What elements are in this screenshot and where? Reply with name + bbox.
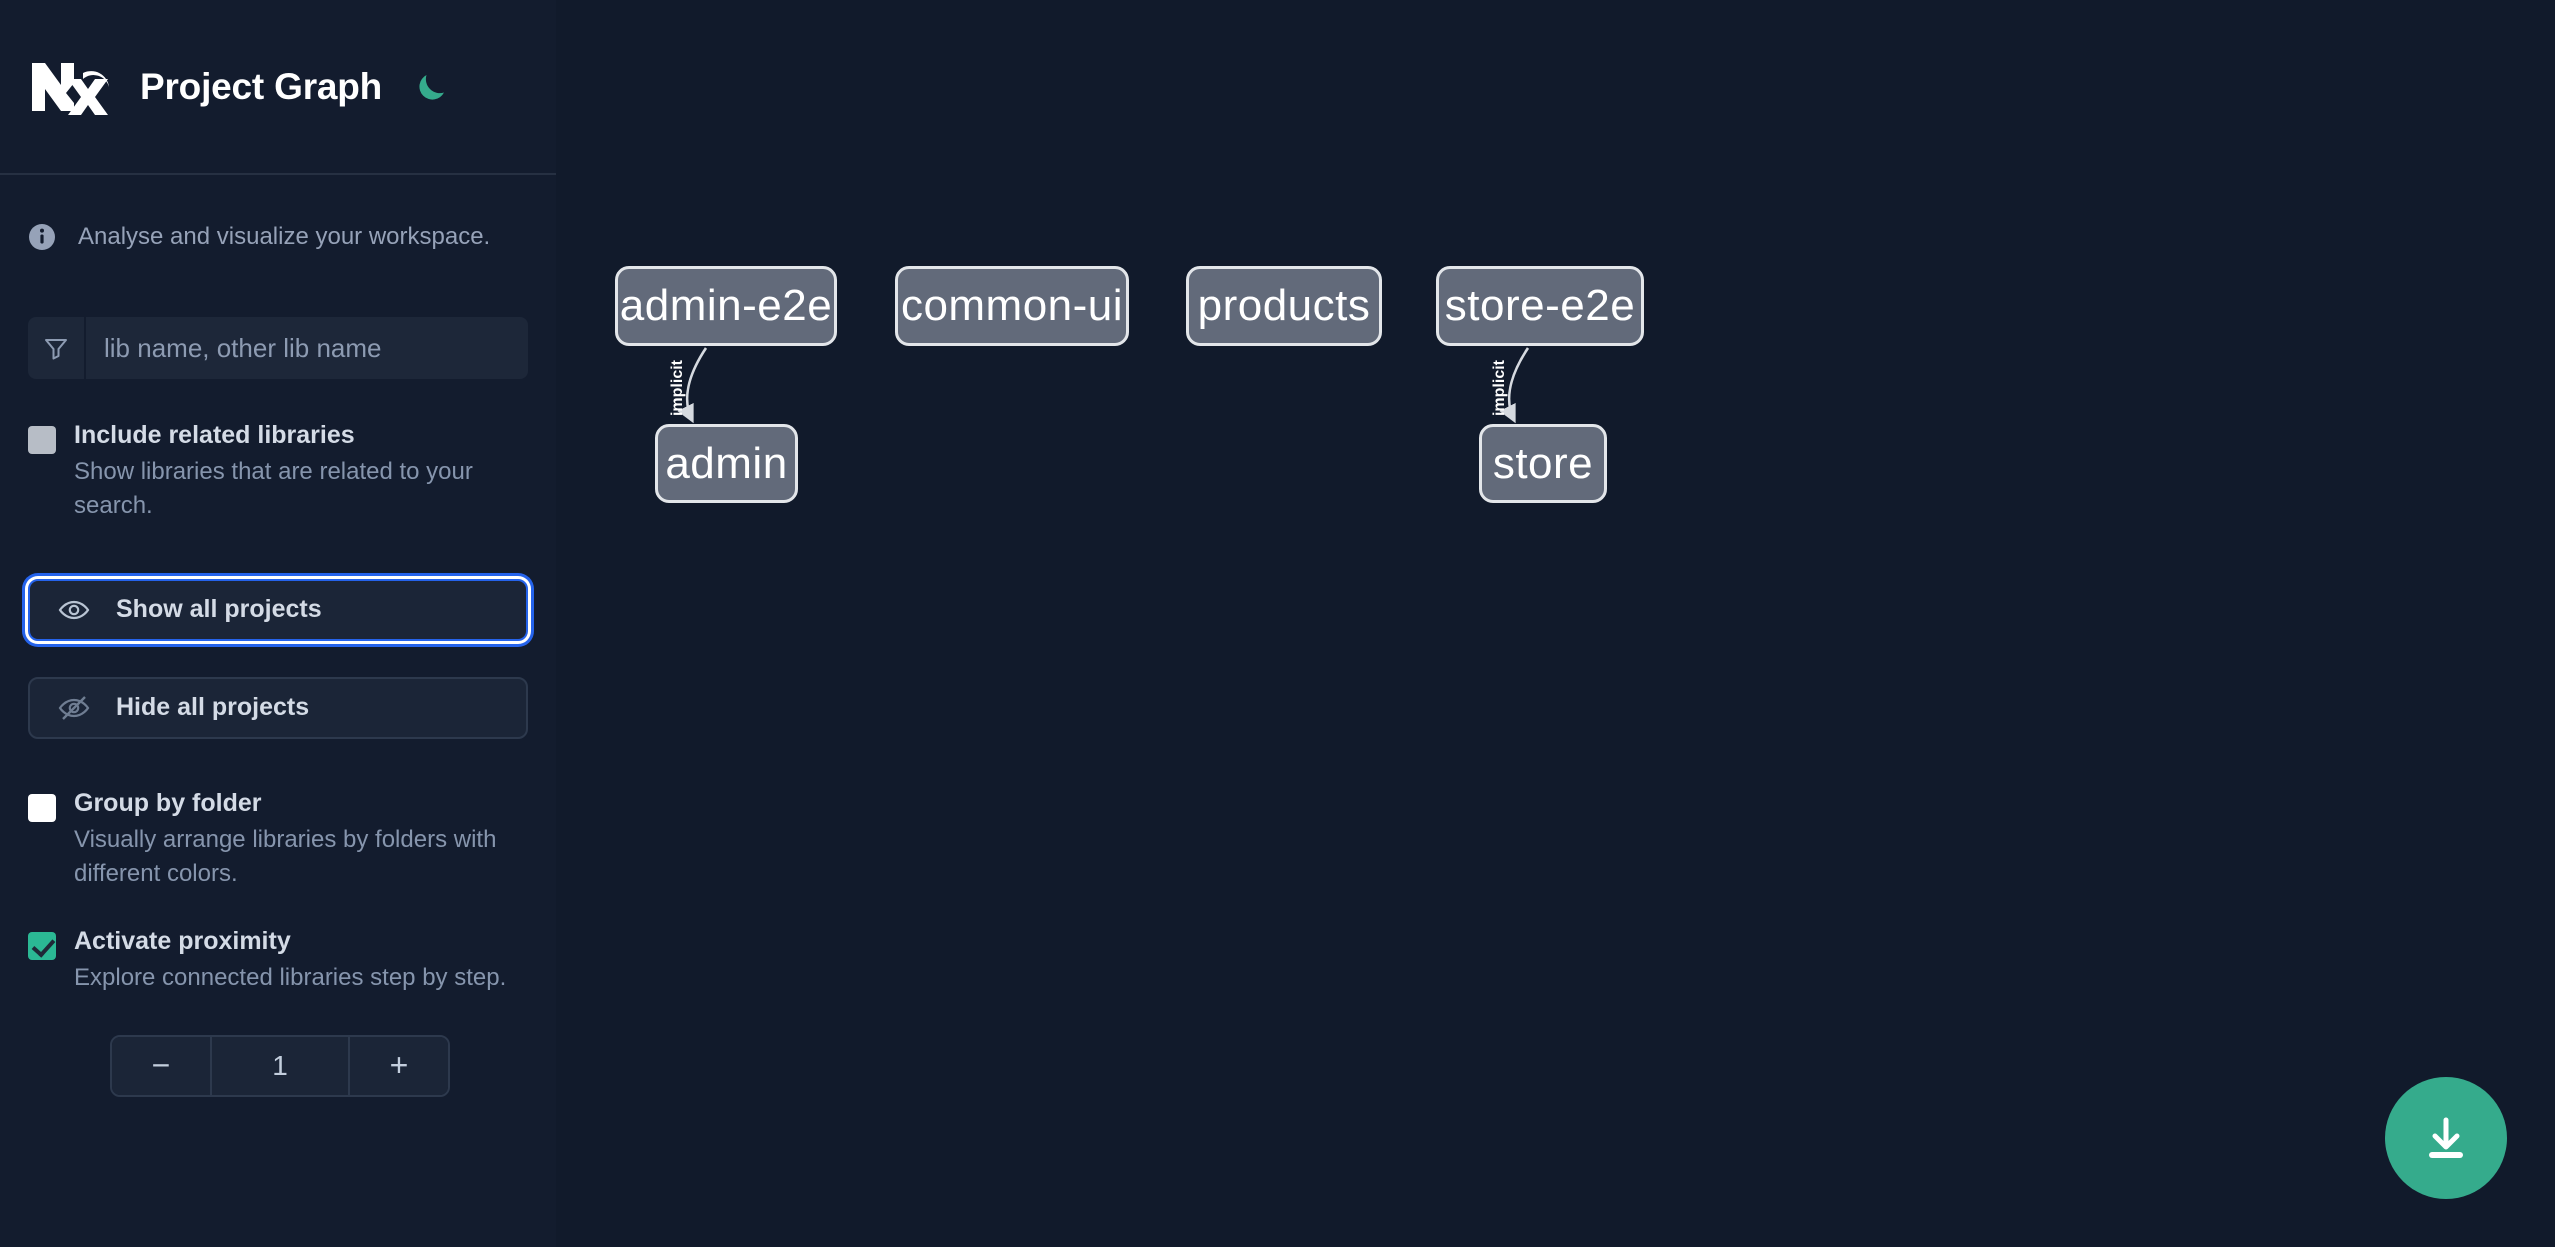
nx-logo-icon: [28, 57, 112, 117]
edge-admin-e2e-to-admin: [677, 347, 708, 424]
graph-canvas[interactable]: implicit implicit admin-e2e common-ui pr…: [556, 0, 2555, 1247]
show-all-projects-button[interactable]: Show all projects: [28, 578, 528, 641]
option-title: Group by folder: [74, 788, 262, 817]
option-activate-proximity[interactable]: Activate proximity Explore connected lib…: [0, 927, 556, 995]
eye-off-icon: [58, 692, 90, 724]
eye-icon: [58, 594, 90, 626]
proximity-decrement-button[interactable]: −: [112, 1036, 212, 1095]
proximity-stepper[interactable]: − 1 +: [110, 1034, 450, 1097]
tagline-text: Analyse and visualize your workspace.: [78, 223, 491, 250]
option-description: Show libraries that are related to your …: [74, 457, 473, 519]
option-description: Explore connected libraries step by step…: [74, 963, 507, 991]
edge-label-implicit: implicit: [669, 359, 686, 416]
filter-icon-cell: [28, 317, 86, 379]
page-title: Project Graph: [140, 65, 383, 107]
option-group-by-folder[interactable]: Group by folder Visually arrange librari…: [0, 789, 556, 891]
graph-node-admin[interactable]: admin: [655, 424, 798, 503]
graph-node-products[interactable]: products: [1186, 266, 1382, 346]
graph-edges-layer: implicit implicit: [669, 347, 1530, 424]
download-button[interactable]: [2385, 1077, 2507, 1199]
option-include-related-libraries[interactable]: Include related libraries Show libraries…: [0, 421, 556, 523]
include-related-libraries-checkbox[interactable]: [28, 426, 56, 454]
graph-node-store[interactable]: store: [1479, 424, 1607, 503]
tagline: Analyse and visualize your workspace.: [0, 175, 556, 251]
graph-node-common-ui[interactable]: common-ui: [895, 266, 1129, 346]
option-text: Group by folder Visually arrange librari…: [74, 789, 528, 891]
search-box[interactable]: [28, 317, 528, 379]
edge-label-implicit: implicit: [1491, 359, 1508, 416]
hide-all-projects-button[interactable]: Hide all projects: [28, 676, 528, 739]
option-text: Activate proximity Explore connected lib…: [74, 927, 528, 995]
hide-all-projects-label: Hide all projects: [116, 693, 310, 722]
option-title: Include related libraries: [74, 421, 355, 449]
graph-node-store-e2e[interactable]: store-e2e: [1436, 266, 1644, 346]
graph-node-admin-e2e[interactable]: admin-e2e: [615, 266, 837, 346]
option-description: Visually arrange libraries by folders wi…: [74, 825, 497, 887]
info-icon: [28, 223, 56, 251]
sidebar: Project Graph Analyse and visualize your…: [0, 0, 556, 1247]
proximity-increment-button[interactable]: +: [348, 1036, 448, 1095]
option-text: Include related libraries Show libraries…: [74, 421, 528, 523]
search-input[interactable]: [86, 317, 528, 379]
download-icon: [2429, 1117, 2463, 1158]
option-title: Activate proximity: [74, 926, 291, 955]
proximity-value: 1: [212, 1036, 348, 1095]
sidebar-header: Project Graph: [0, 0, 556, 175]
moon-icon[interactable]: [412, 67, 452, 107]
group-by-folder-checkbox[interactable]: [28, 793, 56, 822]
filter-icon: [43, 335, 69, 361]
show-all-projects-label: Show all projects: [116, 595, 322, 624]
edge-store-e2e-to-store: [1499, 347, 1530, 424]
activate-proximity-checkbox[interactable]: [28, 931, 56, 960]
